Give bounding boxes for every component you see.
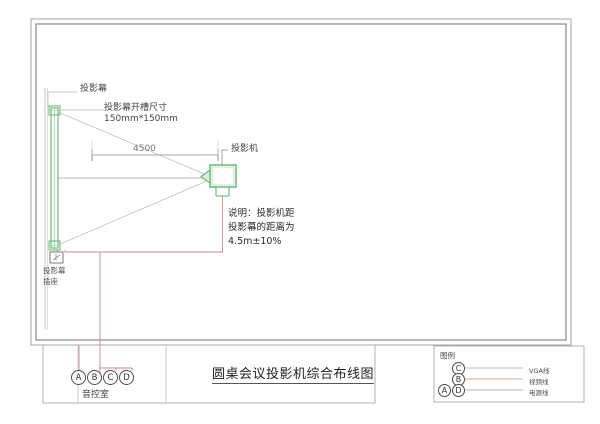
terminal-d[interactable]: D bbox=[119, 370, 134, 385]
legend-title: 图例 bbox=[440, 351, 455, 360]
label-screen-slot-size-line1: 投影幕开槽尺寸 bbox=[104, 103, 168, 113]
label-screen-socket-line1: 投影幕 bbox=[43, 266, 66, 275]
label-projection-screen: 投影幕 bbox=[80, 84, 108, 94]
beam-upper bbox=[57, 111, 210, 177]
projector-lens-icon bbox=[200, 169, 211, 184]
projector-body-inner bbox=[211, 166, 235, 186]
legend-label-video: 视频线 bbox=[529, 378, 549, 386]
label-dimension-4500: 4500 bbox=[133, 144, 156, 154]
screen-socket-glyph-1 bbox=[52, 254, 61, 261]
terminal-b[interactable]: B bbox=[87, 370, 102, 385]
note-line-1: 说明：投影机距 bbox=[228, 208, 295, 219]
drawing-title: 圆桌会议投影机综合布线图 bbox=[212, 363, 375, 384]
plan-frame-outer bbox=[30, 18, 572, 346]
beam-lower bbox=[57, 179, 210, 246]
label-control-room: 音控室 bbox=[82, 390, 110, 400]
control-room-band bbox=[42, 344, 376, 404]
plan-frame-inner bbox=[35, 23, 567, 341]
legend-label-vga: VGA线 bbox=[529, 367, 550, 375]
legend-mark-d: D bbox=[452, 384, 465, 397]
legend-mark-a: A bbox=[438, 384, 451, 397]
note-line-3: 4.5m±10% bbox=[228, 236, 282, 247]
terminal-a[interactable]: A bbox=[71, 370, 86, 385]
label-screen-socket-line2: 插座 bbox=[43, 277, 58, 286]
terminal-c[interactable]: C bbox=[103, 370, 118, 385]
note-line-2: 投影幕的距离为 bbox=[228, 222, 295, 233]
legend-box bbox=[433, 345, 585, 403]
label-projector: 投影机 bbox=[231, 144, 259, 154]
label-screen-slot-size-line2: 150mm*150mm bbox=[104, 114, 178, 124]
legend-label-power: 电源线 bbox=[529, 389, 549, 397]
